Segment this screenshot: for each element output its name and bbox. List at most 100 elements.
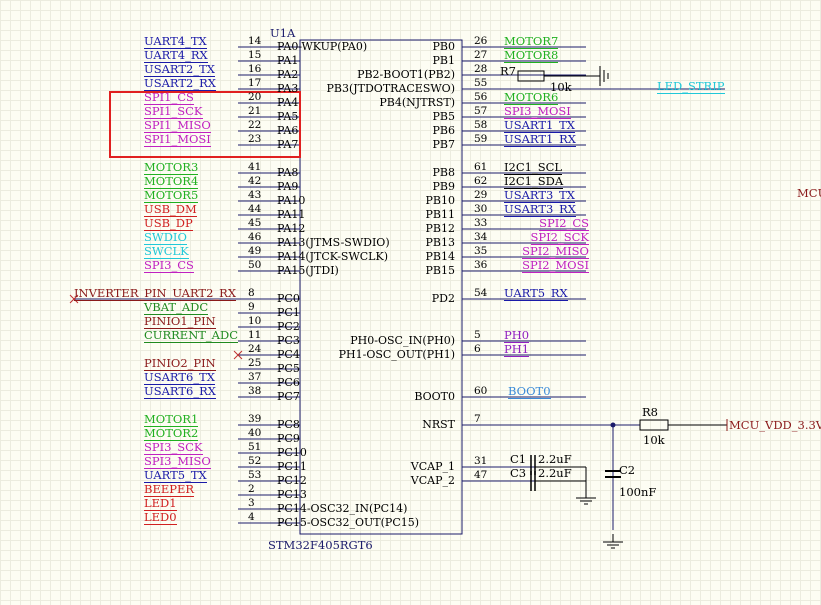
component-part-number: STM32F405RGT6 <box>268 538 373 552</box>
left-net-label: SPI3_MISO <box>144 454 211 469</box>
vdd-net-label: MCU_VDD_3.3V <box>729 418 821 432</box>
left-pin-name: PA5 <box>277 110 299 123</box>
left-net-label: PINIO2_PIN <box>144 356 216 371</box>
right-pin-number: 35 <box>474 245 488 257</box>
left-pin-number: 4 <box>248 511 255 523</box>
right-net-label: PH1 <box>504 342 530 357</box>
left-pin-number: 10 <box>248 315 262 327</box>
right-pin-name: PB7 <box>432 138 455 151</box>
right-net-label: SPI2_MISO <box>522 244 589 259</box>
r7-value: 10k <box>550 80 572 94</box>
left-net-label: SPI1_MOSI <box>144 132 211 147</box>
left-pin-number: 15 <box>248 49 262 61</box>
left-pin-number: 45 <box>248 217 262 229</box>
right-net-label: I2C1_SCL <box>504 160 563 175</box>
right-pin-number: 62 <box>474 175 488 187</box>
right-pin-number: 54 <box>474 287 488 299</box>
right-pin-name: PH0-OSC_IN(PH0) <box>350 334 455 347</box>
right-net-label: SPI2_SCK <box>530 230 589 245</box>
right-pin-number: 31 <box>474 455 488 467</box>
c2-ref: C2 <box>619 463 636 477</box>
right-pin-number: 59 <box>474 133 488 145</box>
left-pin-name: PA9 <box>277 180 299 193</box>
left-pin-number: 52 <box>248 455 262 467</box>
left-pin-name: PA2 <box>277 68 299 81</box>
left-net-label: USART2_RX <box>144 76 216 91</box>
right-net-label: SPI2_CS <box>539 216 589 231</box>
left-net-label: LED0 <box>144 510 177 525</box>
right-pin-name: PB10 <box>425 194 455 207</box>
left-pin-number: 17 <box>248 77 262 89</box>
c2-value: 100nF <box>619 485 657 499</box>
right-pin-number: 26 <box>474 35 488 47</box>
right-net-label: I2C1_SDA <box>504 174 564 189</box>
r7-ref: R7 <box>500 64 516 78</box>
left-net-label: INVERTER_PIN_UART2_RX <box>74 286 237 301</box>
right-net-label: MOTOR8 <box>504 48 559 63</box>
left-pin-name: PA12 <box>277 222 306 235</box>
no-connect-x2 <box>233 350 243 360</box>
left-net-label: UART5_TX <box>144 468 207 483</box>
left-pin-number: 49 <box>248 245 262 257</box>
right-pin-number: 61 <box>474 161 488 173</box>
left-pin-number: 51 <box>248 441 262 453</box>
left-pin-name: PA1 <box>277 54 299 67</box>
right-net-label: MOTOR6 <box>504 90 559 105</box>
c1-value: 2.2uF <box>538 452 572 466</box>
left-pin-number: 24 <box>248 343 262 355</box>
left-pin-number: 50 <box>248 259 262 271</box>
left-pin-number: 16 <box>248 63 262 75</box>
left-net-label: SPI1_CS <box>144 90 194 105</box>
right-pin-number: 57 <box>474 105 488 117</box>
right-net-label: SPI2_MOSI <box>522 258 589 273</box>
right-net-label: SPI3_MOSI <box>504 104 571 119</box>
right-pin-name: PB1 <box>432 54 455 67</box>
left-net-label: SWCLK <box>144 244 189 259</box>
led-strip-net-label: LED_STRIP <box>657 79 725 94</box>
left-pin-number: 9 <box>248 301 255 313</box>
right-pin-number: 56 <box>474 91 488 103</box>
left-pin-name: PA10 <box>277 194 306 207</box>
left-net-label: MOTOR1 <box>144 412 199 427</box>
resistor-r8 <box>639 419 669 431</box>
right-pin-number: 6 <box>474 343 481 355</box>
right-pin-number: 34 <box>474 231 488 243</box>
left-net-label: MOTOR3 <box>144 160 199 175</box>
left-net-label: SPI3_SCK <box>144 440 203 455</box>
left-pin-number: 8 <box>248 287 255 299</box>
left-net-label: USART6_RX <box>144 384 216 399</box>
left-net-label: MOTOR5 <box>144 188 199 203</box>
left-net-label: LED1 <box>144 496 177 511</box>
left-pin-name: PA4 <box>277 96 299 109</box>
left-pin-number: 53 <box>248 469 262 481</box>
left-net-label: USART2_TX <box>144 62 215 77</box>
right-pin-number: 47 <box>474 469 488 481</box>
r8-value: 10k <box>643 433 665 447</box>
left-net-label: USB_DP <box>144 216 193 231</box>
left-pin-number: 14 <box>248 35 262 47</box>
left-net-label: CURRENT_ADC <box>144 328 239 343</box>
left-pin-name: PA6 <box>277 124 299 137</box>
left-pin-number: 3 <box>248 497 255 509</box>
left-pin-name: PA0-WKUP(PA0) <box>277 40 368 53</box>
left-pin-name: PC7 <box>277 390 300 403</box>
left-pin-number: 41 <box>248 161 262 173</box>
c3-ref: C3 <box>510 466 527 480</box>
spi1-highlight-box <box>109 91 301 158</box>
right-pin-number: 30 <box>474 203 488 215</box>
left-pin-name: PC1 <box>277 306 300 319</box>
left-pin-number: 25 <box>248 357 262 369</box>
left-pin-number: 46 <box>248 231 262 243</box>
right-pin-name: PD2 <box>431 292 455 305</box>
left-pin-name: PC11 <box>277 460 307 473</box>
right-pin-name: PH1-OSC_OUT(PH1) <box>338 348 455 361</box>
left-pin-number: 21 <box>248 105 262 117</box>
right-pin-name: PB15 <box>425 264 455 277</box>
right-pin-number: 36 <box>474 259 488 271</box>
right-pin-name: PB8 <box>432 166 455 179</box>
right-net-label: MOTOR7 <box>504 34 559 49</box>
right-net-label: UART5_RX <box>504 286 568 301</box>
left-pin-name: PC3 <box>277 334 300 347</box>
right-pin-name: PB13 <box>425 236 455 249</box>
